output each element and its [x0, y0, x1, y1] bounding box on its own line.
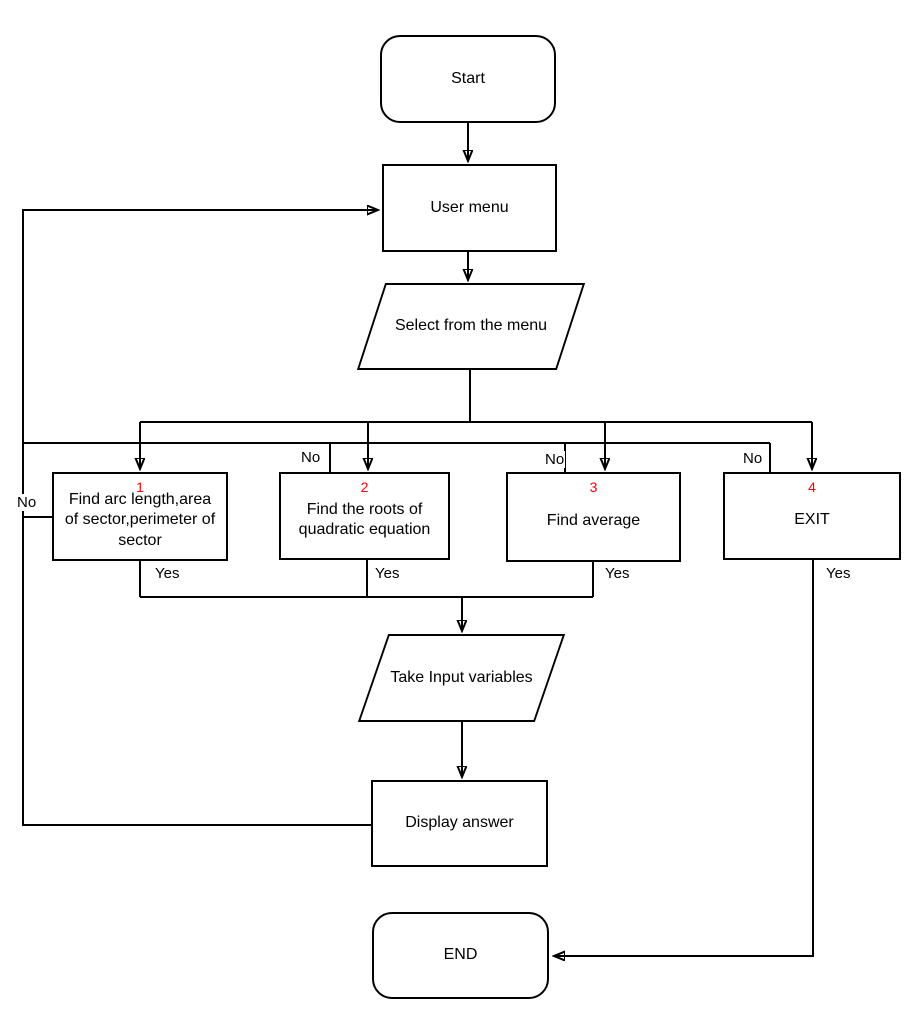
- edge-label-no-option2: No: [300, 449, 322, 466]
- edge-label-no-option1: No: [16, 494, 38, 511]
- edge-loop-to-usermenu: [22, 210, 378, 826]
- option2-number: 2: [360, 479, 369, 495]
- flowchart-node-option4-exit: 4 EXIT: [723, 472, 901, 560]
- flowchart-node-user-menu: User menu: [382, 164, 557, 252]
- display-answer-label: Display answer: [405, 814, 514, 832]
- flowchart-node-take-input: Take Input variables: [357, 634, 566, 722]
- edge-label-no-option4: No: [742, 450, 764, 467]
- option1-label: Find arc length,area of sector,perimeter…: [64, 490, 216, 549]
- option4-number: 4: [808, 479, 816, 495]
- option3-number: 3: [589, 479, 598, 495]
- edge-label-yes-option4: Yes: [825, 565, 852, 582]
- option4-label: EXIT: [794, 510, 830, 528]
- end-label: END: [443, 946, 478, 964]
- edge-label-no-option3: No: [544, 451, 566, 468]
- flowchart-node-select-menu: Select from the menu: [356, 283, 586, 370]
- flowchart-node-display-answer: Display answer: [371, 780, 548, 867]
- flowchart-node-option2: 2 Find the roots of quadratic equation: [279, 472, 450, 560]
- select-menu-label: Select from the menu: [394, 317, 548, 335]
- flowchart-node-start: Start: [380, 35, 556, 123]
- flowchart-node-option3: 3 Find average: [506, 472, 681, 562]
- edge-label-yes-option1: Yes: [154, 565, 181, 582]
- take-input-label: Take Input variables: [390, 668, 533, 686]
- edge-exit-yes-to-end: [554, 560, 814, 956]
- edge-label-yes-option2: Yes: [374, 565, 401, 582]
- flowchart-node-end: END: [372, 912, 549, 999]
- flowchart-node-option1: 1 Find arc length,area of sector,perimet…: [52, 472, 228, 561]
- option2-label: Find the roots of quadratic equation: [298, 500, 431, 538]
- user-menu-label: User menu: [430, 198, 509, 216]
- edge-label-yes-option3: Yes: [604, 565, 631, 582]
- start-label: Start: [451, 69, 485, 87]
- option1-number: 1: [136, 479, 144, 495]
- option3-label: Find average: [546, 511, 641, 529]
